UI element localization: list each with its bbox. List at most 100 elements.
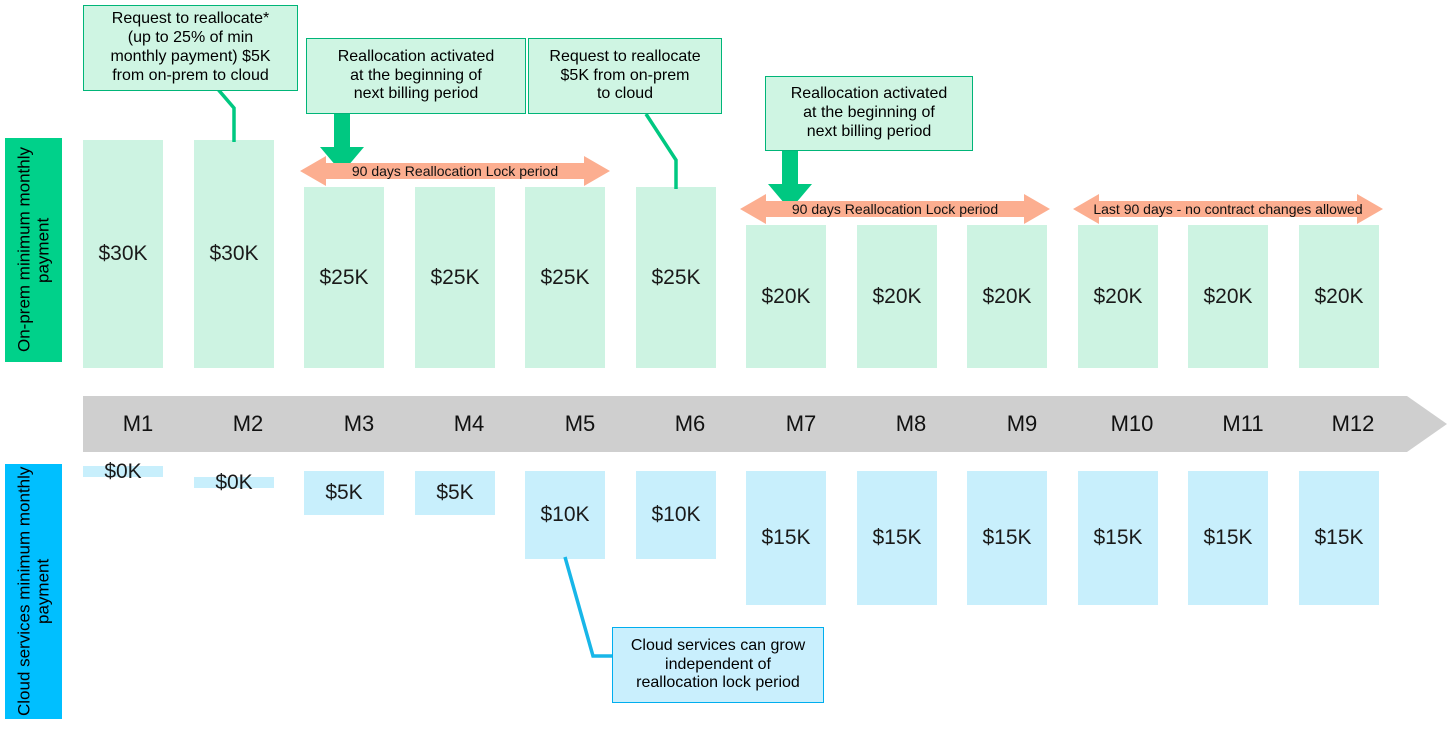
bar-onprem-m4[interactable]: $25K (415, 187, 495, 368)
callout-activation-2-text: Reallocation activated at the beginning … (790, 85, 948, 140)
bar-onprem-m6[interactable]: $25K (636, 187, 716, 368)
bar-cloud-m11-label: $15K (1203, 526, 1253, 549)
callout-request-reallocate-2[interactable]: Request to reallocate $5K from on-prem t… (528, 38, 722, 114)
lock-period-arrow-2: 90 days Reallocation Lock period (740, 192, 1050, 226)
callout-request-reallocate-1-text: Request to reallocate* (up to 25% of min… (110, 10, 271, 84)
timeline-tick-m8[interactable]: M8 (856, 396, 966, 452)
timeline-tick-m8-label: M8 (895, 411, 927, 436)
bar-onprem-m10-label: $20K (1093, 284, 1143, 308)
bar-onprem-m7-label: $20K (761, 284, 811, 308)
callout-activation-1-text: Reallocation activated at the beginning … (337, 47, 495, 103)
timeline-tick-m10-label: M10 (1110, 411, 1154, 436)
timeline-tick-m2-label: M2 (232, 411, 264, 436)
timeline-tick-m6-label: M6 (674, 411, 706, 436)
connector-request-1 (214, 86, 236, 142)
bar-cloud-m3-label: $5K (325, 481, 363, 504)
bar-cloud-m1-label: $0K (104, 459, 142, 483)
timeline-tick-m3-label: M3 (343, 411, 375, 436)
timeline-axis: M1 M2 M3 M4 M5 M6 M7 M8 M9 M10 M11 M12 (83, 396, 1447, 452)
bar-cloud-m6[interactable]: $10K (636, 471, 716, 559)
bar-onprem-m5[interactable]: $25K (525, 187, 605, 368)
timeline-tick-m1[interactable]: M1 (83, 396, 193, 452)
callout-activation-1[interactable]: Reallocation activated at the beginning … (306, 38, 526, 114)
bar-cloud-m9[interactable]: $15K (967, 471, 1047, 605)
bar-cloud-m5-label: $10K (540, 503, 590, 526)
bar-cloud-m2[interactable]: $0K (194, 471, 274, 494)
bar-onprem-m11[interactable]: $20K (1188, 225, 1268, 368)
lock-period-arrow-3-label: Last 90 days - no contract changes allow… (1093, 201, 1363, 217)
bar-onprem-m12[interactable]: $20K (1299, 225, 1379, 368)
bar-onprem-m5-label: $25K (540, 265, 590, 289)
timeline-tick-m12-label: M12 (1331, 411, 1375, 436)
lock-period-arrow-1-label: 90 days Reallocation Lock period (351, 163, 559, 179)
timeline-tick-m5-label: M5 (564, 411, 596, 436)
callout-request-reallocate-1[interactable]: Request to reallocate* (up to 25% of min… (83, 5, 298, 91)
bar-onprem-m2[interactable]: $30K (194, 140, 274, 368)
band-label-cloud-text: Cloud services minimum monthly payment (14, 466, 53, 717)
bar-onprem-m1[interactable]: $30K (83, 140, 163, 368)
bar-onprem-m11-label: $20K (1203, 284, 1253, 308)
timeline-tick-m7-label: M7 (785, 411, 817, 436)
bar-cloud-m5[interactable]: $10K (525, 471, 605, 559)
connector-request-2 (644, 113, 678, 189)
bar-cloud-m10-label: $15K (1093, 526, 1143, 549)
bar-cloud-m8[interactable]: $15K (857, 471, 937, 605)
bar-cloud-m9-label: $15K (982, 526, 1032, 549)
lock-period-arrow-3-shape (1073, 194, 1383, 224)
bar-cloud-m4-label: $5K (436, 481, 474, 504)
lock-period-arrow-1-shape (300, 156, 610, 186)
callout-cloud-independent[interactable]: Cloud services can grow independent of r… (612, 627, 824, 703)
band-label-onprem-text: On-prem minimum monthly payment (14, 147, 53, 353)
timeline-arrow-icon (1407, 396, 1447, 452)
bar-onprem-m1-label: $30K (98, 242, 148, 265)
bar-onprem-m4-label: $25K (430, 265, 480, 289)
bar-onprem-m3[interactable]: $25K (304, 187, 384, 368)
bar-onprem-m9-label: $20K (982, 284, 1032, 308)
lock-period-arrow-3: Last 90 days - no contract changes allow… (1073, 192, 1383, 226)
bar-cloud-m7[interactable]: $15K (746, 471, 826, 605)
timeline-tick-m1-label: M1 (122, 411, 154, 436)
bar-cloud-m6-label: $10K (651, 503, 701, 526)
bar-onprem-m7[interactable]: $20K (746, 225, 826, 368)
band-label-onprem: On-prem minimum monthly payment (5, 138, 62, 362)
bar-onprem-m6-label: $25K (651, 265, 701, 289)
bar-onprem-m10[interactable]: $20K (1078, 225, 1158, 368)
bar-onprem-m2-label: $30K (209, 242, 259, 265)
bar-cloud-m8-label: $15K (872, 526, 922, 549)
callout-activation-2[interactable]: Reallocation activated at the beginning … (765, 76, 973, 151)
timeline-tick-m4[interactable]: M4 (414, 396, 524, 452)
timeline-tick-m11-label: M11 (1222, 411, 1264, 436)
band-label-cloud: Cloud services minimum monthly payment (5, 464, 62, 719)
bar-onprem-m8-label: $20K (872, 284, 922, 308)
timeline-tick-m9[interactable]: M9 (967, 396, 1077, 452)
timeline-tick-m4-label: M4 (453, 411, 485, 436)
lock-period-arrow-2-shape (740, 194, 1050, 224)
timeline-tick-m11[interactable]: M11 (1188, 396, 1298, 452)
callout-request-reallocate-2-text: Request to reallocate $5K from on-prem t… (549, 47, 701, 103)
bar-cloud-m10[interactable]: $15K (1078, 471, 1158, 605)
bar-cloud-m7-label: $15K (761, 526, 811, 549)
timeline-tick-m2[interactable]: M2 (193, 396, 303, 452)
bar-cloud-m12-label: $15K (1314, 526, 1364, 549)
lock-period-arrow-2-label: 90 days Reallocation Lock period (791, 201, 999, 217)
timeline-tick-m10[interactable]: M10 (1077, 396, 1187, 452)
bar-cloud-m12[interactable]: $15K (1299, 471, 1379, 605)
bar-onprem-m12-label: $20K (1314, 284, 1364, 308)
callout-cloud-independent-text: Cloud services can grow independent of r… (630, 636, 806, 692)
bar-cloud-m1[interactable]: $0K (83, 460, 163, 483)
timeline-tick-m7[interactable]: M7 (746, 396, 856, 452)
timeline-tick-m12[interactable]: M12 (1298, 396, 1408, 452)
timeline-tick-m9-label: M9 (1006, 411, 1038, 436)
bar-onprem-m3-label: $25K (319, 265, 369, 289)
timeline-tick-m5[interactable]: M5 (525, 396, 635, 452)
timeline-axis-bar (83, 396, 1407, 452)
bar-cloud-m3[interactable]: $5K (304, 471, 384, 515)
bar-cloud-m4[interactable]: $5K (415, 471, 495, 515)
bar-onprem-m9[interactable]: $20K (967, 225, 1047, 368)
timeline-tick-m6[interactable]: M6 (635, 396, 745, 452)
bar-cloud-m2-label: $0K (215, 470, 253, 494)
bar-onprem-m8[interactable]: $20K (857, 225, 937, 368)
timeline-tick-m3[interactable]: M3 (304, 396, 414, 452)
bar-cloud-m11[interactable]: $15K (1188, 471, 1268, 605)
